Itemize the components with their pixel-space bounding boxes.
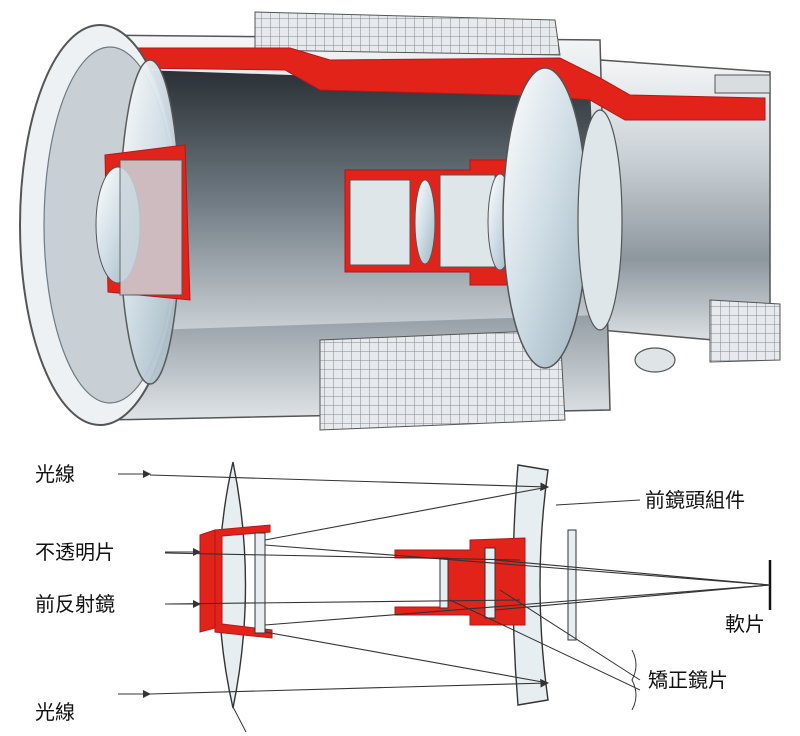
focus-ring-top	[254, 11, 561, 56]
diagram-front-mirror	[254, 532, 266, 634]
leader-front-group	[555, 499, 641, 506]
rear-flange	[714, 74, 771, 94]
correction-brace	[631, 649, 637, 711]
label-correction-lens: 矯正鏡片	[648, 668, 728, 692]
leader-correction-1	[499, 589, 641, 681]
barrel-cut-section	[124, 47, 766, 121]
diagram-corrector-lens	[218, 461, 247, 709]
optical-path-diagram	[118, 461, 772, 733]
ray-to-film-4	[494, 584, 771, 611]
ray-in-bottom	[149, 678, 550, 695]
diagram-rear-plate	[567, 529, 577, 641]
primary-mirror	[502, 67, 588, 369]
light-rays	[149, 474, 771, 695]
label-front-mirror: 前反射鏡	[35, 592, 115, 616]
leader-bottom-lens	[231, 704, 247, 733]
secondary-mirror-glass	[119, 159, 183, 296]
leader-lines	[118, 470, 641, 733]
label-light-bottom: 光線	[35, 700, 75, 724]
relay-lens-2	[414, 179, 436, 265]
ray-in-top	[149, 474, 550, 492]
diagram-holder-bracket	[214, 524, 273, 639]
diagram-mirror-holder	[199, 529, 216, 633]
primary-mirror-back	[577, 109, 623, 331]
leader-correction-2	[449, 599, 641, 691]
label-light-top: 光線	[35, 462, 75, 486]
label-opaque-piece: 不透明片	[35, 540, 115, 564]
ray-reflect-top	[264, 486, 549, 541]
ray-to-film-1	[264, 544, 771, 586]
ray-reflect-bottom	[264, 631, 549, 684]
ray-to-film-3	[494, 559, 771, 586]
relay-lens-1	[349, 179, 411, 266]
rear-knurl	[709, 299, 781, 363]
focus-ring-bottom	[319, 329, 566, 431]
diagram-relay-housing	[394, 537, 526, 626]
ray-in-mid-1	[164, 552, 521, 561]
cutaway-lens	[19, 11, 781, 431]
release-button	[634, 347, 676, 373]
diagram-relay-lens-b	[484, 547, 496, 619]
ray-to-film-2	[264, 584, 771, 626]
label-front-lens-group: 前鏡頭組件	[645, 488, 745, 512]
label-film: 軟片	[725, 612, 765, 636]
ray-in-mid-2	[164, 599, 521, 605]
relay-lens-3	[439, 174, 496, 268]
